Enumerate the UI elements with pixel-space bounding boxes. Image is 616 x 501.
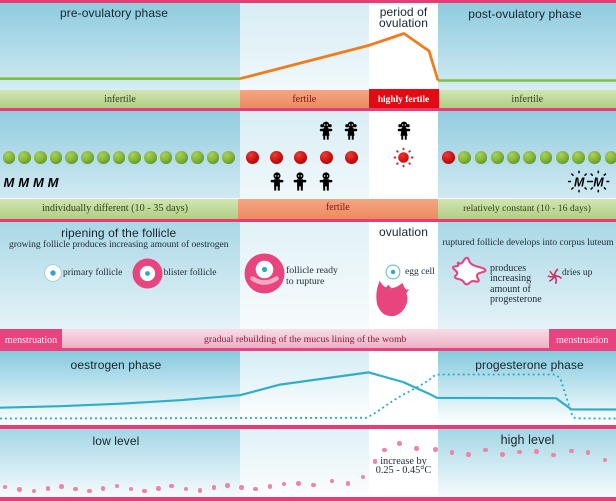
svg-text:M: M bbox=[574, 176, 585, 190]
svg-text:M: M bbox=[593, 176, 604, 190]
